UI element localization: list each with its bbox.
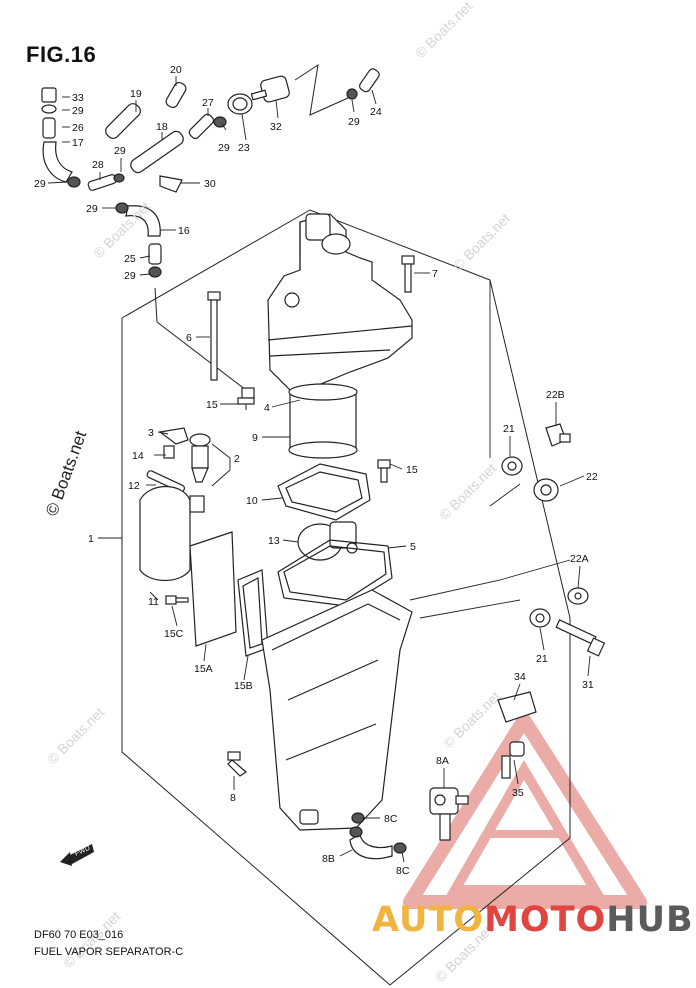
- figure-name: FUEL VAPOR SEPARATOR-C: [34, 946, 184, 958]
- hose-group-outline: [154, 287, 247, 410]
- callout-22: 22: [586, 471, 598, 483]
- small-parts: [139, 427, 269, 657]
- callout-17: 17: [72, 137, 84, 149]
- callout-22a: 22A: [570, 553, 589, 565]
- callout-8c-top: 8C: [384, 813, 398, 825]
- callout-31: 31: [582, 679, 594, 691]
- callout-labels: 33 29 26 17 29 28 29 19 20 18 27 29 23 3…: [34, 64, 598, 877]
- callout-15b: 15B: [234, 680, 253, 692]
- callout-30: 30: [204, 178, 216, 190]
- callout-8: 8: [230, 792, 236, 804]
- callout-29-f: 29: [86, 203, 98, 215]
- separator-upper-body: [207, 213, 415, 459]
- callout-32: 32: [270, 121, 282, 133]
- callout-34: 34: [514, 671, 526, 683]
- figure-code: DF60 70 E03_016: [34, 929, 124, 941]
- callout-29-c: 29: [114, 145, 126, 157]
- upper-hoses: [41, 68, 380, 278]
- callout-15-right: 15: [406, 464, 418, 476]
- figure-title: FIG.16: [26, 42, 97, 67]
- callout-3: 3: [148, 427, 154, 439]
- leader-lines: [47, 76, 591, 863]
- callout-23: 23: [238, 142, 250, 154]
- callout-11: 11: [148, 596, 159, 608]
- callout-29-d: 29: [218, 142, 230, 154]
- callout-13: 13: [268, 535, 280, 547]
- callout-19: 19: [130, 88, 142, 100]
- callout-29-g: 29: [124, 270, 136, 282]
- callout-15c: 15C: [164, 628, 184, 640]
- logo-part-moto: MOTO: [484, 900, 607, 940]
- logo-triangle-icon: [403, 713, 647, 909]
- callout-21-top: 21: [503, 423, 515, 435]
- callout-10: 10: [246, 495, 258, 507]
- callout-27: 27: [202, 97, 214, 109]
- callout-33: 33: [72, 92, 84, 104]
- callout-29-e: 29: [348, 116, 360, 128]
- callout-5: 5: [410, 541, 416, 553]
- callout-15-left: 15: [206, 399, 218, 411]
- callout-18: 18: [156, 121, 168, 133]
- callout-21-bottom: 21: [536, 653, 548, 665]
- callout-4: 4: [264, 402, 270, 414]
- callout-22b: 22B: [546, 389, 565, 401]
- callout-9: 9: [252, 432, 258, 444]
- callout-35: 35: [512, 787, 524, 799]
- automotohub-logo: AUTOMOTOHUB: [372, 900, 694, 940]
- callout-26: 26: [72, 122, 84, 134]
- separator-bowl: [227, 589, 413, 831]
- fwd-arrow-icon: FWD: [60, 844, 94, 866]
- callout-12: 12: [128, 480, 140, 492]
- callout-8b: 8B: [322, 853, 335, 865]
- callout-25: 25: [124, 253, 136, 265]
- callout-15a: 15A: [194, 663, 213, 675]
- callout-8c-bottom: 8C: [396, 865, 410, 877]
- logo-part-auto: AUTO: [372, 900, 485, 940]
- callout-16: 16: [178, 225, 190, 237]
- callout-29-a: 29: [72, 105, 84, 117]
- callout-7: 7: [432, 268, 438, 280]
- callout-1: 1: [88, 533, 94, 545]
- logo-part-hub: HUB: [606, 900, 694, 940]
- gasket-and-float: [277, 459, 393, 607]
- callout-2: 2: [234, 453, 240, 465]
- assembly-frame-outline: [121, 209, 571, 986]
- callout-8a: 8A: [436, 755, 449, 767]
- callout-28: 28: [92, 159, 104, 171]
- callout-24: 24: [370, 106, 382, 118]
- callout-14: 14: [132, 450, 144, 462]
- callout-20: 20: [170, 64, 182, 76]
- callout-29-b: 29: [34, 178, 46, 190]
- mount-parts: [349, 423, 606, 860]
- callout-6: 6: [186, 332, 192, 344]
